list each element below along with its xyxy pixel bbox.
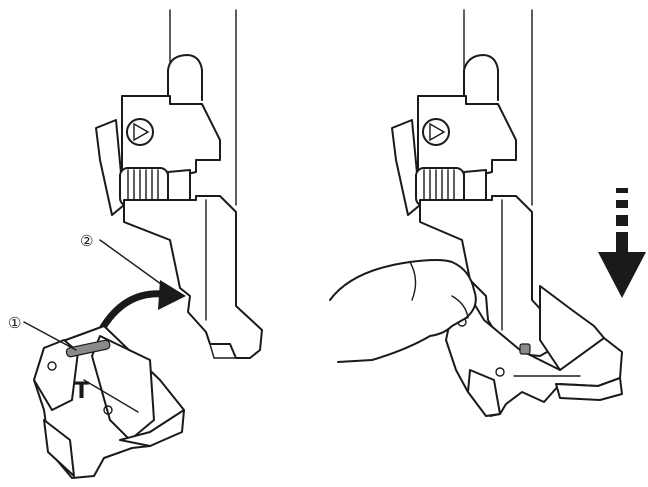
callout-2-label: ② bbox=[80, 232, 93, 250]
callout-1: ① bbox=[8, 314, 77, 351]
finger-icon bbox=[329, 259, 477, 363]
left-presser-foot-holder bbox=[95, 9, 263, 359]
triangle-mark-icon bbox=[126, 118, 154, 146]
presser-foot-icon: T bbox=[33, 325, 185, 479]
thumb-screw bbox=[415, 167, 487, 207]
callout-1-label: ① bbox=[8, 314, 21, 332]
triangle-mark-icon bbox=[422, 118, 450, 146]
foot-letter: T bbox=[74, 379, 89, 404]
callout-2: ② bbox=[80, 232, 173, 293]
right-presser-foot-holder bbox=[391, 9, 557, 357]
presser-foot-icon bbox=[445, 285, 623, 417]
down-arrow-icon bbox=[598, 188, 646, 298]
attachment-pin bbox=[65, 339, 111, 358]
